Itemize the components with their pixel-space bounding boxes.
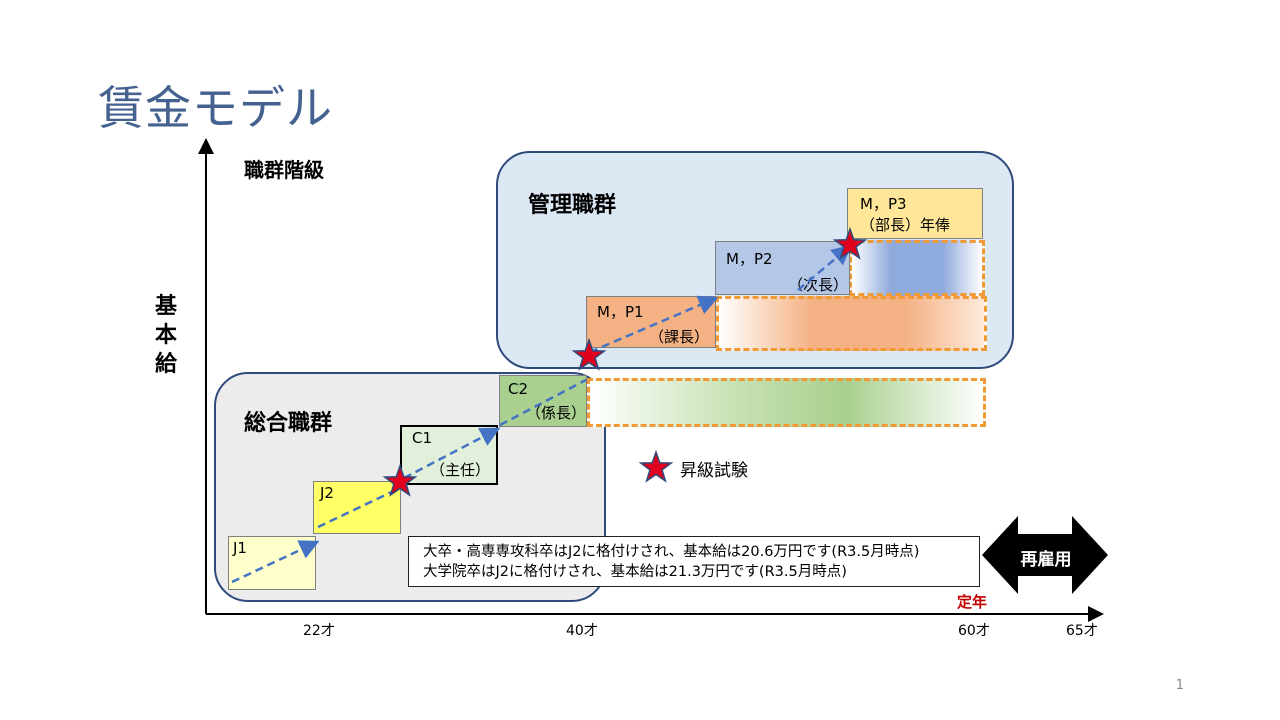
note-line-1: 大卒・高専専攻科卒はJ2に格付けされ、基本給は20.6万円です(R3.5月時点) <box>423 544 920 560</box>
progress-arrow-p1 <box>589 295 719 354</box>
grade-p2-role: （次長） <box>788 276 849 294</box>
grade-p3-name: M，P3 <box>860 195 907 213</box>
progress-arrow-c1 <box>403 427 501 480</box>
promotion-exam-star-40 <box>571 337 607 371</box>
p2-salary-band <box>849 240 985 296</box>
progress-arrow-j2 <box>317 487 399 529</box>
tick-65: 65才 <box>1066 623 1098 639</box>
rehire-double-arrow <box>982 516 1108 594</box>
progress-arrow-c2 <box>499 378 587 427</box>
tick-60: 60才 <box>958 623 990 639</box>
promotion-exam-star-j2 <box>382 463 418 497</box>
grade-p1-role: （課長） <box>649 328 710 346</box>
grade-p1-box: M，P1 （課長） <box>586 296 716 348</box>
job-rank-label: 職群階級 <box>244 158 324 182</box>
note-line-2: 大学院卒はJ2に格付けされ、基本給は21.3万円です(R3.5月時点) <box>423 564 847 580</box>
c2-salary-band <box>587 378 986 427</box>
tick-22: 22才 <box>303 623 335 639</box>
page-title: 賃金モデル <box>98 81 333 135</box>
base-pay-label: 基本給 <box>154 294 177 377</box>
grade-c2-role: （係長） <box>526 404 587 422</box>
grade-p2-name: M，P2 <box>726 250 773 268</box>
grade-p3-role: （部長）年俸 <box>860 216 951 234</box>
grade-p2-box: M，P2 （次長） <box>715 241 850 295</box>
grade-c1-name: C1 <box>412 429 433 447</box>
grade-c2-name: C2 <box>508 380 529 398</box>
grade-p1-name: M，P1 <box>597 303 644 321</box>
retirement-label: 定年 <box>957 593 988 611</box>
rehire-label: 再雇用 <box>1020 550 1072 570</box>
grade-c1-role: （主任） <box>430 461 491 479</box>
p1-salary-band <box>716 296 987 351</box>
grade-c1-box: C1 （主任） <box>400 425 498 485</box>
grade-p3-box: M，P3 （部長）年俸 <box>847 188 983 239</box>
tick-40: 40才 <box>566 623 598 639</box>
grade-j2-name: J2 <box>320 484 334 502</box>
grade-j1-name: J1 <box>233 539 247 557</box>
management-group-label: 管理職群 <box>528 193 617 218</box>
note-box: 大卒・高専専攻科卒はJ2に格付けされ、基本給は20.6万円です(R3.5月時点)… <box>408 536 980 587</box>
legend-exam-label: 昇級試験 <box>680 461 748 481</box>
promotion-exam-star-p3 <box>832 226 868 260</box>
page-number: 1 <box>1175 678 1184 693</box>
progress-arrow-p2 <box>797 244 852 291</box>
legend-star-icon <box>638 449 674 483</box>
general-group-label: 総合職群 <box>244 411 333 436</box>
progress-arrow-j1 <box>231 540 320 584</box>
